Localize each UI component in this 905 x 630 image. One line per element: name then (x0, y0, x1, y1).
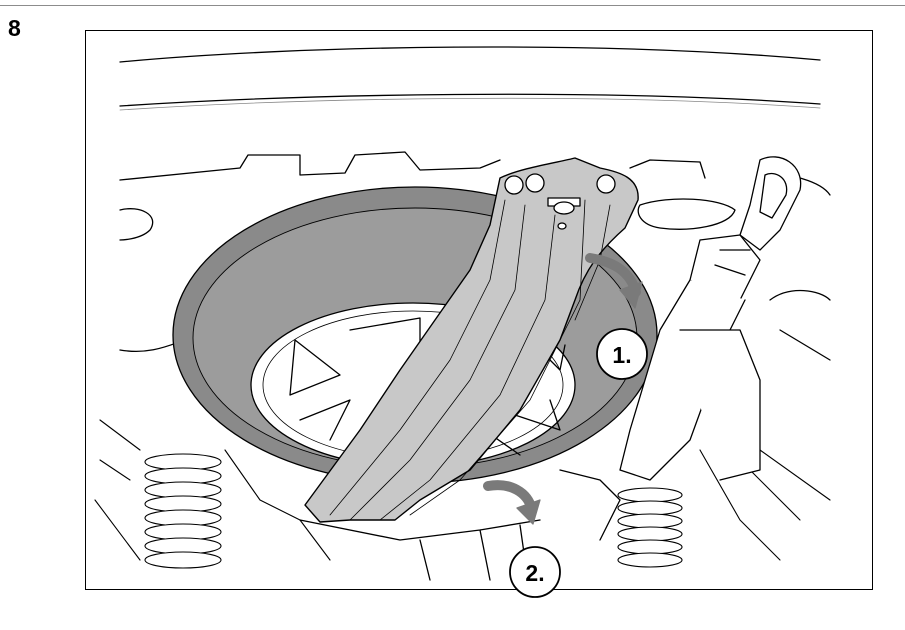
curved-arrow-icon (483, 480, 541, 525)
step-1-callout: 1. (596, 328, 648, 380)
step-2-callout: 2. (509, 546, 561, 598)
trunk-lid-lines (119, 46, 821, 111)
step-1-label: 1. (612, 342, 631, 368)
floor-cover-panel (304, 157, 639, 523)
floor-lines (299, 469, 621, 581)
spring-coil-icon (617, 439, 831, 568)
step-2-label: 2. (525, 560, 544, 586)
spring-coil-icon (94, 419, 331, 569)
figure-number: 8 (8, 15, 21, 41)
curved-arrow-icon (585, 253, 643, 309)
top-rule (0, 5, 905, 6)
hook-icon (619, 156, 802, 481)
